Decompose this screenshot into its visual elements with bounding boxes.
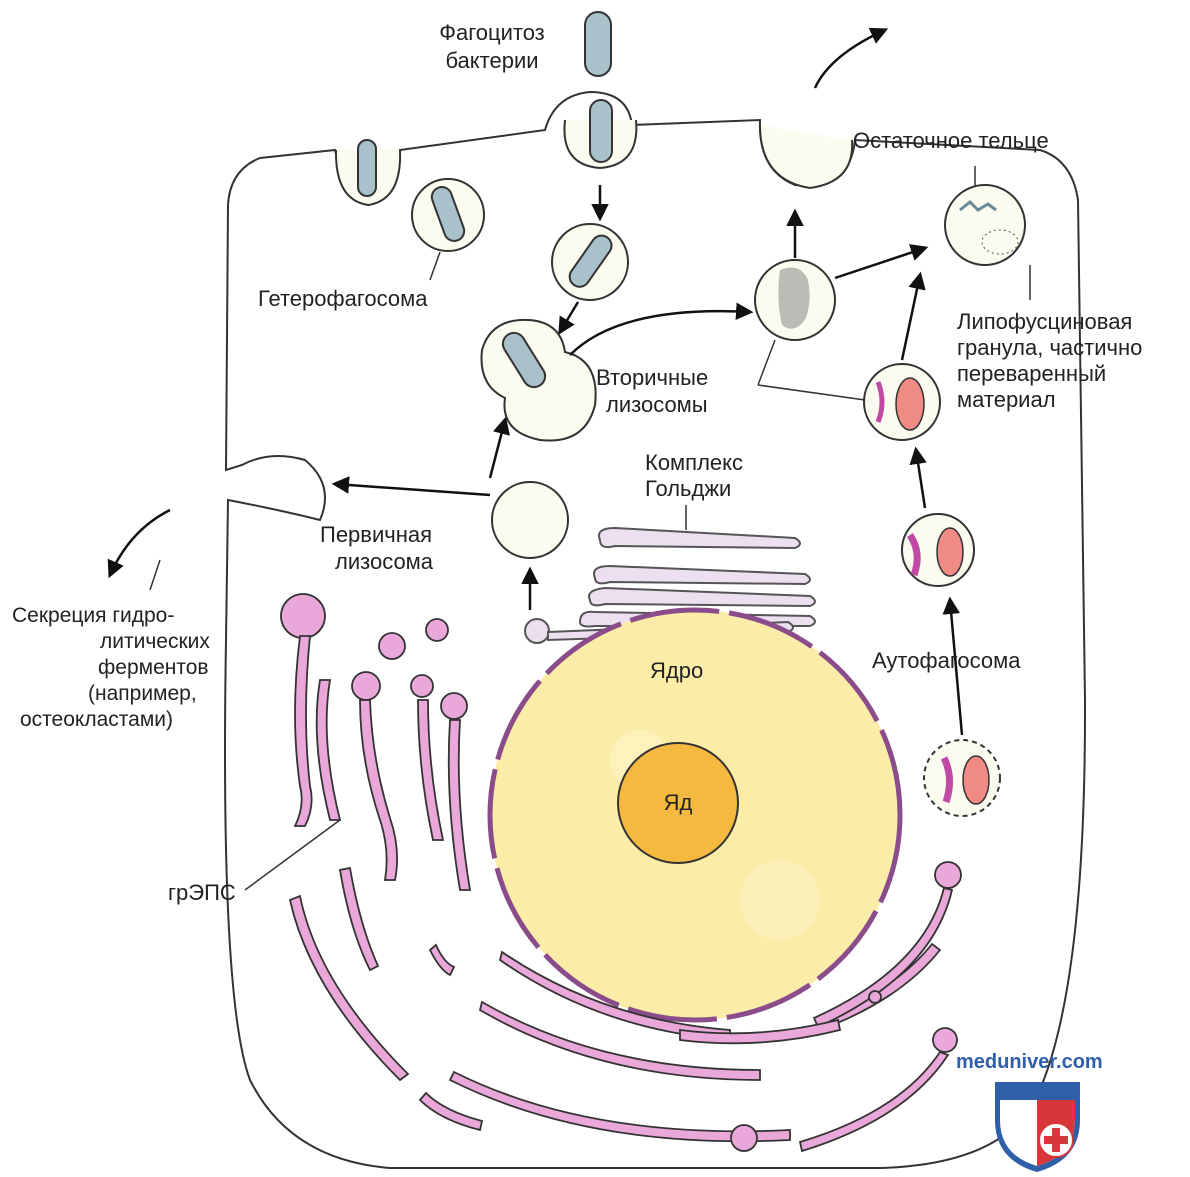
label-phagocytosis-line2: бактерии xyxy=(445,48,538,73)
label-lipofuscin-line3: переваренный xyxy=(957,361,1106,386)
label-secretion-line1: Секреция гидро- xyxy=(12,604,174,627)
watermark-shield-icon xyxy=(995,1082,1080,1172)
label-secretion-line2: литических xyxy=(100,630,210,653)
bacterium-pit xyxy=(358,140,376,196)
label-lipofuscin-line4: материал xyxy=(957,387,1056,412)
label-secretion-line5: остеокластами) xyxy=(20,708,173,731)
label-nucleolus: Яд xyxy=(664,790,693,815)
label-primary-lysosome-line2: лизосома xyxy=(335,549,434,574)
label-heterophagosome: Гетерофагосома xyxy=(258,286,428,311)
bacterium-free xyxy=(585,12,611,76)
label-nucleus: Ядро xyxy=(650,658,703,683)
watermark-site: meduniver.com xyxy=(956,1051,1103,1073)
primary-lysosome-vesicle xyxy=(492,482,568,558)
label-golgi-line1: Комплекс xyxy=(645,450,743,475)
label-secondary-lysosomes-line1: Вторичные xyxy=(596,365,708,390)
label-secretion-line3: ферментов xyxy=(98,656,209,679)
bacterium-engulfing xyxy=(590,100,612,162)
label-rer: грЭПС xyxy=(168,880,236,905)
label-secretion-line4: (например, xyxy=(88,682,197,705)
residual-body xyxy=(945,185,1025,265)
label-residual-body: Остаточное тельце xyxy=(853,128,1049,153)
exocytosis-pit xyxy=(760,125,852,188)
label-secondary-lysosomes-line2: лизосомы xyxy=(606,392,708,417)
label-autophagosome: Аутофагосома xyxy=(872,648,1021,673)
label-primary-lysosome-line1: Первичная xyxy=(320,522,432,547)
label-phagocytosis-line1: Фагоцитоз xyxy=(439,20,545,45)
label-lipofuscin-line1: Липофусциновая xyxy=(957,309,1132,334)
label-lipofuscin-line2: гранула, частично xyxy=(957,335,1142,360)
label-golgi-line2: Гольджи xyxy=(645,476,731,501)
